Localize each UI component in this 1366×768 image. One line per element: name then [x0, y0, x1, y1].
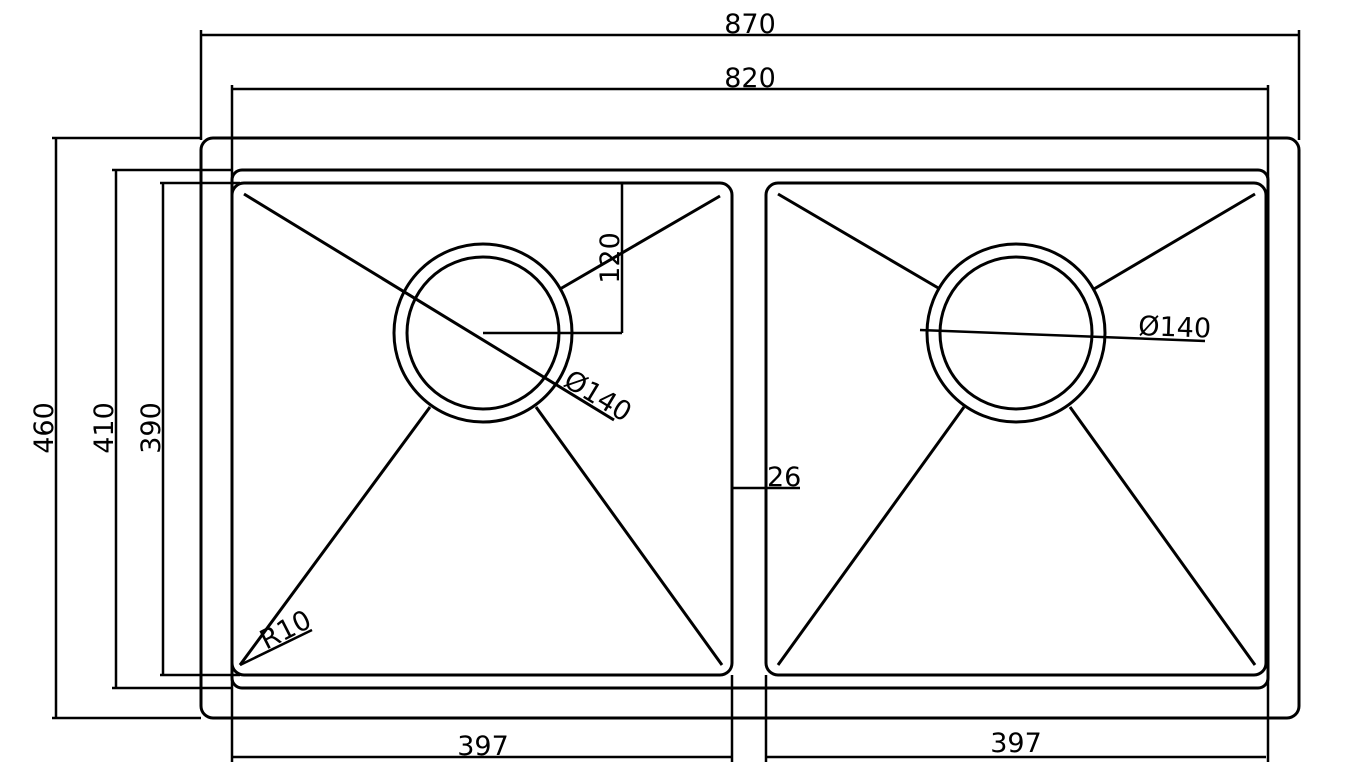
dim-label-26: 26 [767, 462, 801, 493]
dim-divider: 26 [732, 462, 801, 493]
dim-label-left-140: Ø140 [558, 364, 636, 428]
right-drain [925, 242, 1107, 424]
dim-label-410: 410 [89, 402, 120, 454]
dim-label-870: 870 [724, 9, 776, 40]
dim-label-390: 390 [136, 402, 167, 454]
dim-flange-depth: 410 [89, 168, 232, 690]
right-bowl-slope-lines [776, 192, 1257, 666]
dim-label-820: 820 [724, 63, 776, 94]
dim-flange-width: 820 [230, 63, 1270, 762]
dim-label-right-140: Ø140 [1138, 311, 1212, 345]
dim-label-460: 460 [29, 402, 60, 454]
dim-label-120: 120 [595, 232, 626, 284]
dim-right-drain-diameter: Ø140 [919, 311, 1212, 345]
right-bowl [764, 181, 1268, 677]
dim-label-right-397: 397 [990, 728, 1042, 759]
dim-overall-width: 870 [199, 9, 1301, 140]
dim-overall-depth: 460 [29, 136, 201, 720]
left-bowl-slope-lines [238, 192, 724, 666]
dim-drain-offset: 120 [483, 183, 626, 335]
dim-left-drain-diameter: Ø140 [558, 364, 636, 428]
dim-bowl-depth: 390 [136, 181, 240, 677]
sink-outer-outline [199, 136, 1301, 720]
sink-flange-outline [230, 168, 1270, 690]
dim-label-r10: R10 [255, 604, 316, 656]
dim-label-left-397: 397 [457, 731, 509, 762]
dim-bowl-widths: 397 397 [232, 675, 1266, 762]
